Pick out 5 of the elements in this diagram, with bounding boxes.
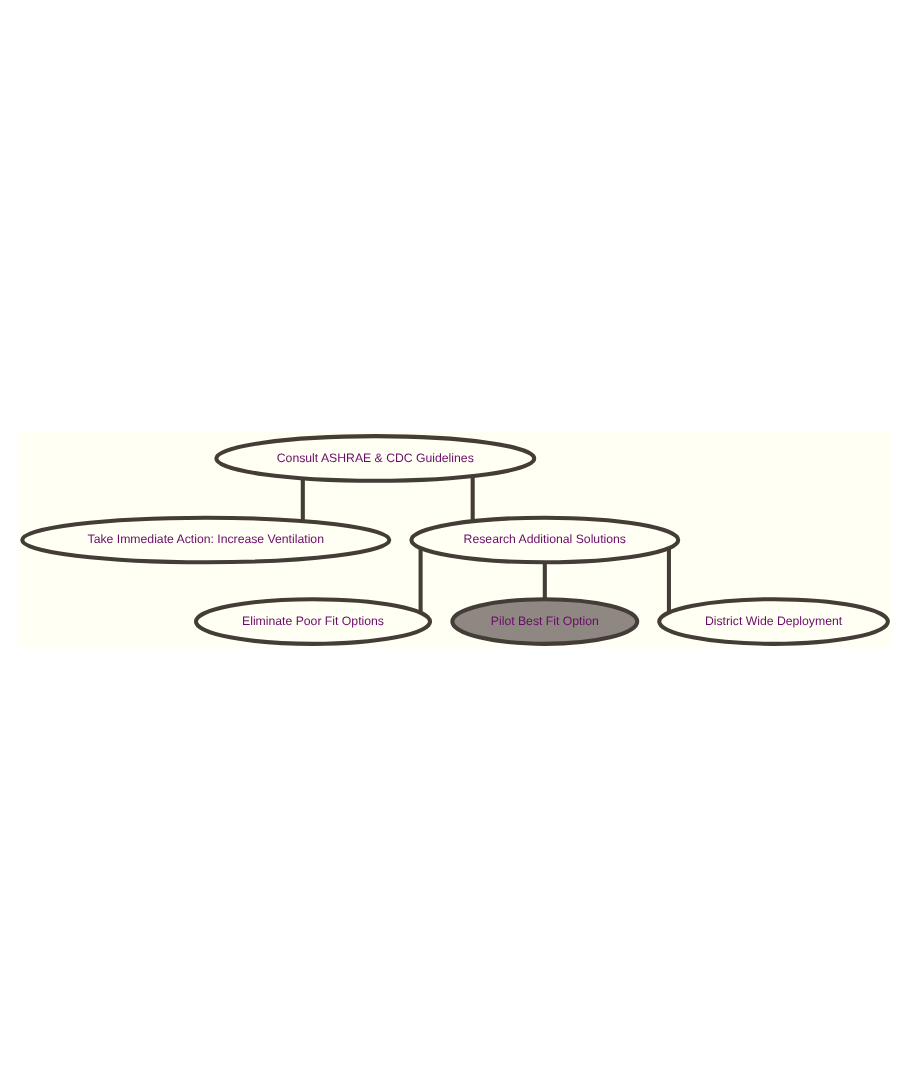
connector bbox=[665, 548, 670, 613]
connector bbox=[469, 476, 474, 521]
connector bbox=[299, 478, 304, 521]
connector bbox=[417, 548, 422, 613]
connector bbox=[541, 562, 546, 599]
